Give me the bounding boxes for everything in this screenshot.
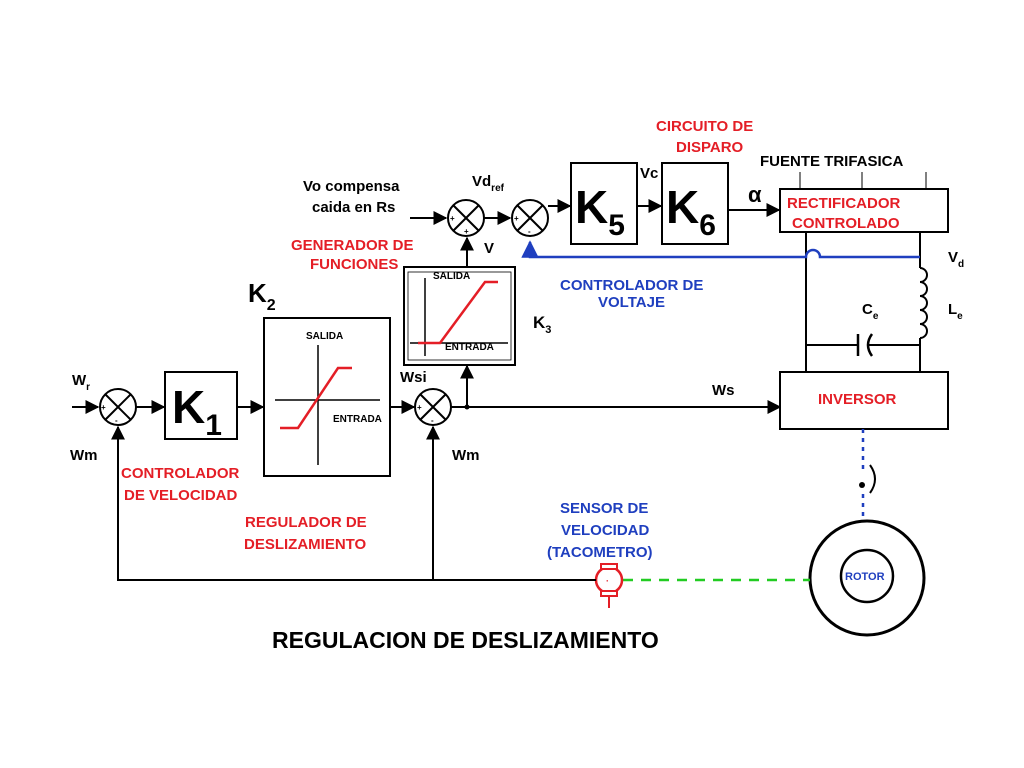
le-label: Le xyxy=(948,301,963,322)
wm-feedback-left xyxy=(111,425,596,581)
controlador-voltaje-line2: VOLTAJE xyxy=(598,294,665,311)
k1-block xyxy=(164,371,238,440)
wm-left-label: Wm xyxy=(70,447,98,464)
svg-text:+: + xyxy=(101,403,106,412)
wm-mid-label: Wm xyxy=(452,447,480,464)
k5-label: K5 xyxy=(575,181,625,242)
rotor xyxy=(839,548,895,604)
svg-text:+: + xyxy=(464,227,469,236)
inductor-le xyxy=(919,267,928,339)
wsi-label: Wsi xyxy=(400,369,427,386)
sensor-label-line2: VELOCIDAD xyxy=(561,522,650,539)
tachometer: · xyxy=(594,563,624,608)
k1-label: K1 xyxy=(172,381,222,442)
diagram-title: REGULACION DE DESLIZAMIENTO xyxy=(272,627,659,653)
voltage-feedback-line xyxy=(521,240,920,259)
rectificador-label-line1: RECTIFICADOR xyxy=(787,195,900,212)
generador-line1: GENERADOR DE xyxy=(291,237,414,254)
circuito-label-line1: CIRCUITO DE xyxy=(656,118,753,135)
summing-junction-slip: + - xyxy=(414,388,452,426)
svg-text:+: + xyxy=(514,214,519,223)
regulador-line1: REGULADOR DE xyxy=(245,514,367,531)
k6-block xyxy=(661,162,729,245)
svg-text:-: - xyxy=(115,416,118,425)
k3-entrada-label: ENTRADA xyxy=(445,342,494,353)
fuente-label: FUENTE TRIFASICA xyxy=(760,153,904,170)
summing-junction-voltage: + - xyxy=(511,199,549,237)
sensor-label-line3: (TACOMETRO) xyxy=(547,544,653,561)
k5-block xyxy=(570,162,638,245)
svg-text:-: - xyxy=(431,416,434,425)
rotor-label: ROTOR xyxy=(845,571,885,583)
v-label: V xyxy=(484,240,494,257)
circuito-label-line2: DISPARO xyxy=(676,139,744,156)
vo-label-line1: Vo compensa xyxy=(303,178,400,195)
k2-block xyxy=(263,317,391,477)
svg-text:+: + xyxy=(417,403,422,412)
controlador-velocidad-line1: CONTROLADOR xyxy=(121,465,239,482)
vc-label: Vc xyxy=(640,165,658,182)
regulador-line2: DESLIZAMIENTO xyxy=(244,536,367,553)
ce-label: Ce xyxy=(862,301,879,322)
rectificador-label-line2: CONTROLADO xyxy=(792,215,900,232)
vdref-label: Vdref xyxy=(472,173,505,194)
vd-label: Vd xyxy=(948,249,964,270)
inversor-label: INVERSOR xyxy=(818,391,897,408)
generador-line2: FUNCIONES xyxy=(310,256,398,273)
alpha-label: α xyxy=(748,182,762,207)
k2-saturation-curve xyxy=(280,366,352,430)
k3-curve xyxy=(418,280,498,345)
svg-text:+: + xyxy=(450,214,455,223)
inversor-block xyxy=(779,371,949,430)
controlador-voltaje-line1: CONTROLADOR DE xyxy=(560,277,703,294)
svg-text:-: - xyxy=(528,227,531,236)
svg-text:·: · xyxy=(606,576,609,586)
summing-junction-vdref: + + xyxy=(447,199,485,237)
k2-label: K2 xyxy=(248,278,276,314)
vo-label-line2: caida en Rs xyxy=(312,199,395,216)
wr-label: Wr xyxy=(72,372,90,393)
k3-label: K3 xyxy=(533,313,551,336)
ws-label: Ws xyxy=(712,382,735,399)
k3-salida-label: SALIDA xyxy=(433,271,470,282)
k6-label: K6 xyxy=(666,181,716,242)
controlador-velocidad-line2: DE VELOCIDAD xyxy=(124,487,238,504)
summing-junction-speed: + - xyxy=(99,388,137,426)
rectificador-block xyxy=(779,188,949,233)
k2-salida-label: SALIDA xyxy=(306,331,343,342)
k2-entrada-label: ENTRADA xyxy=(333,414,382,425)
sensor-label-line1: SENSOR DE xyxy=(560,500,648,517)
